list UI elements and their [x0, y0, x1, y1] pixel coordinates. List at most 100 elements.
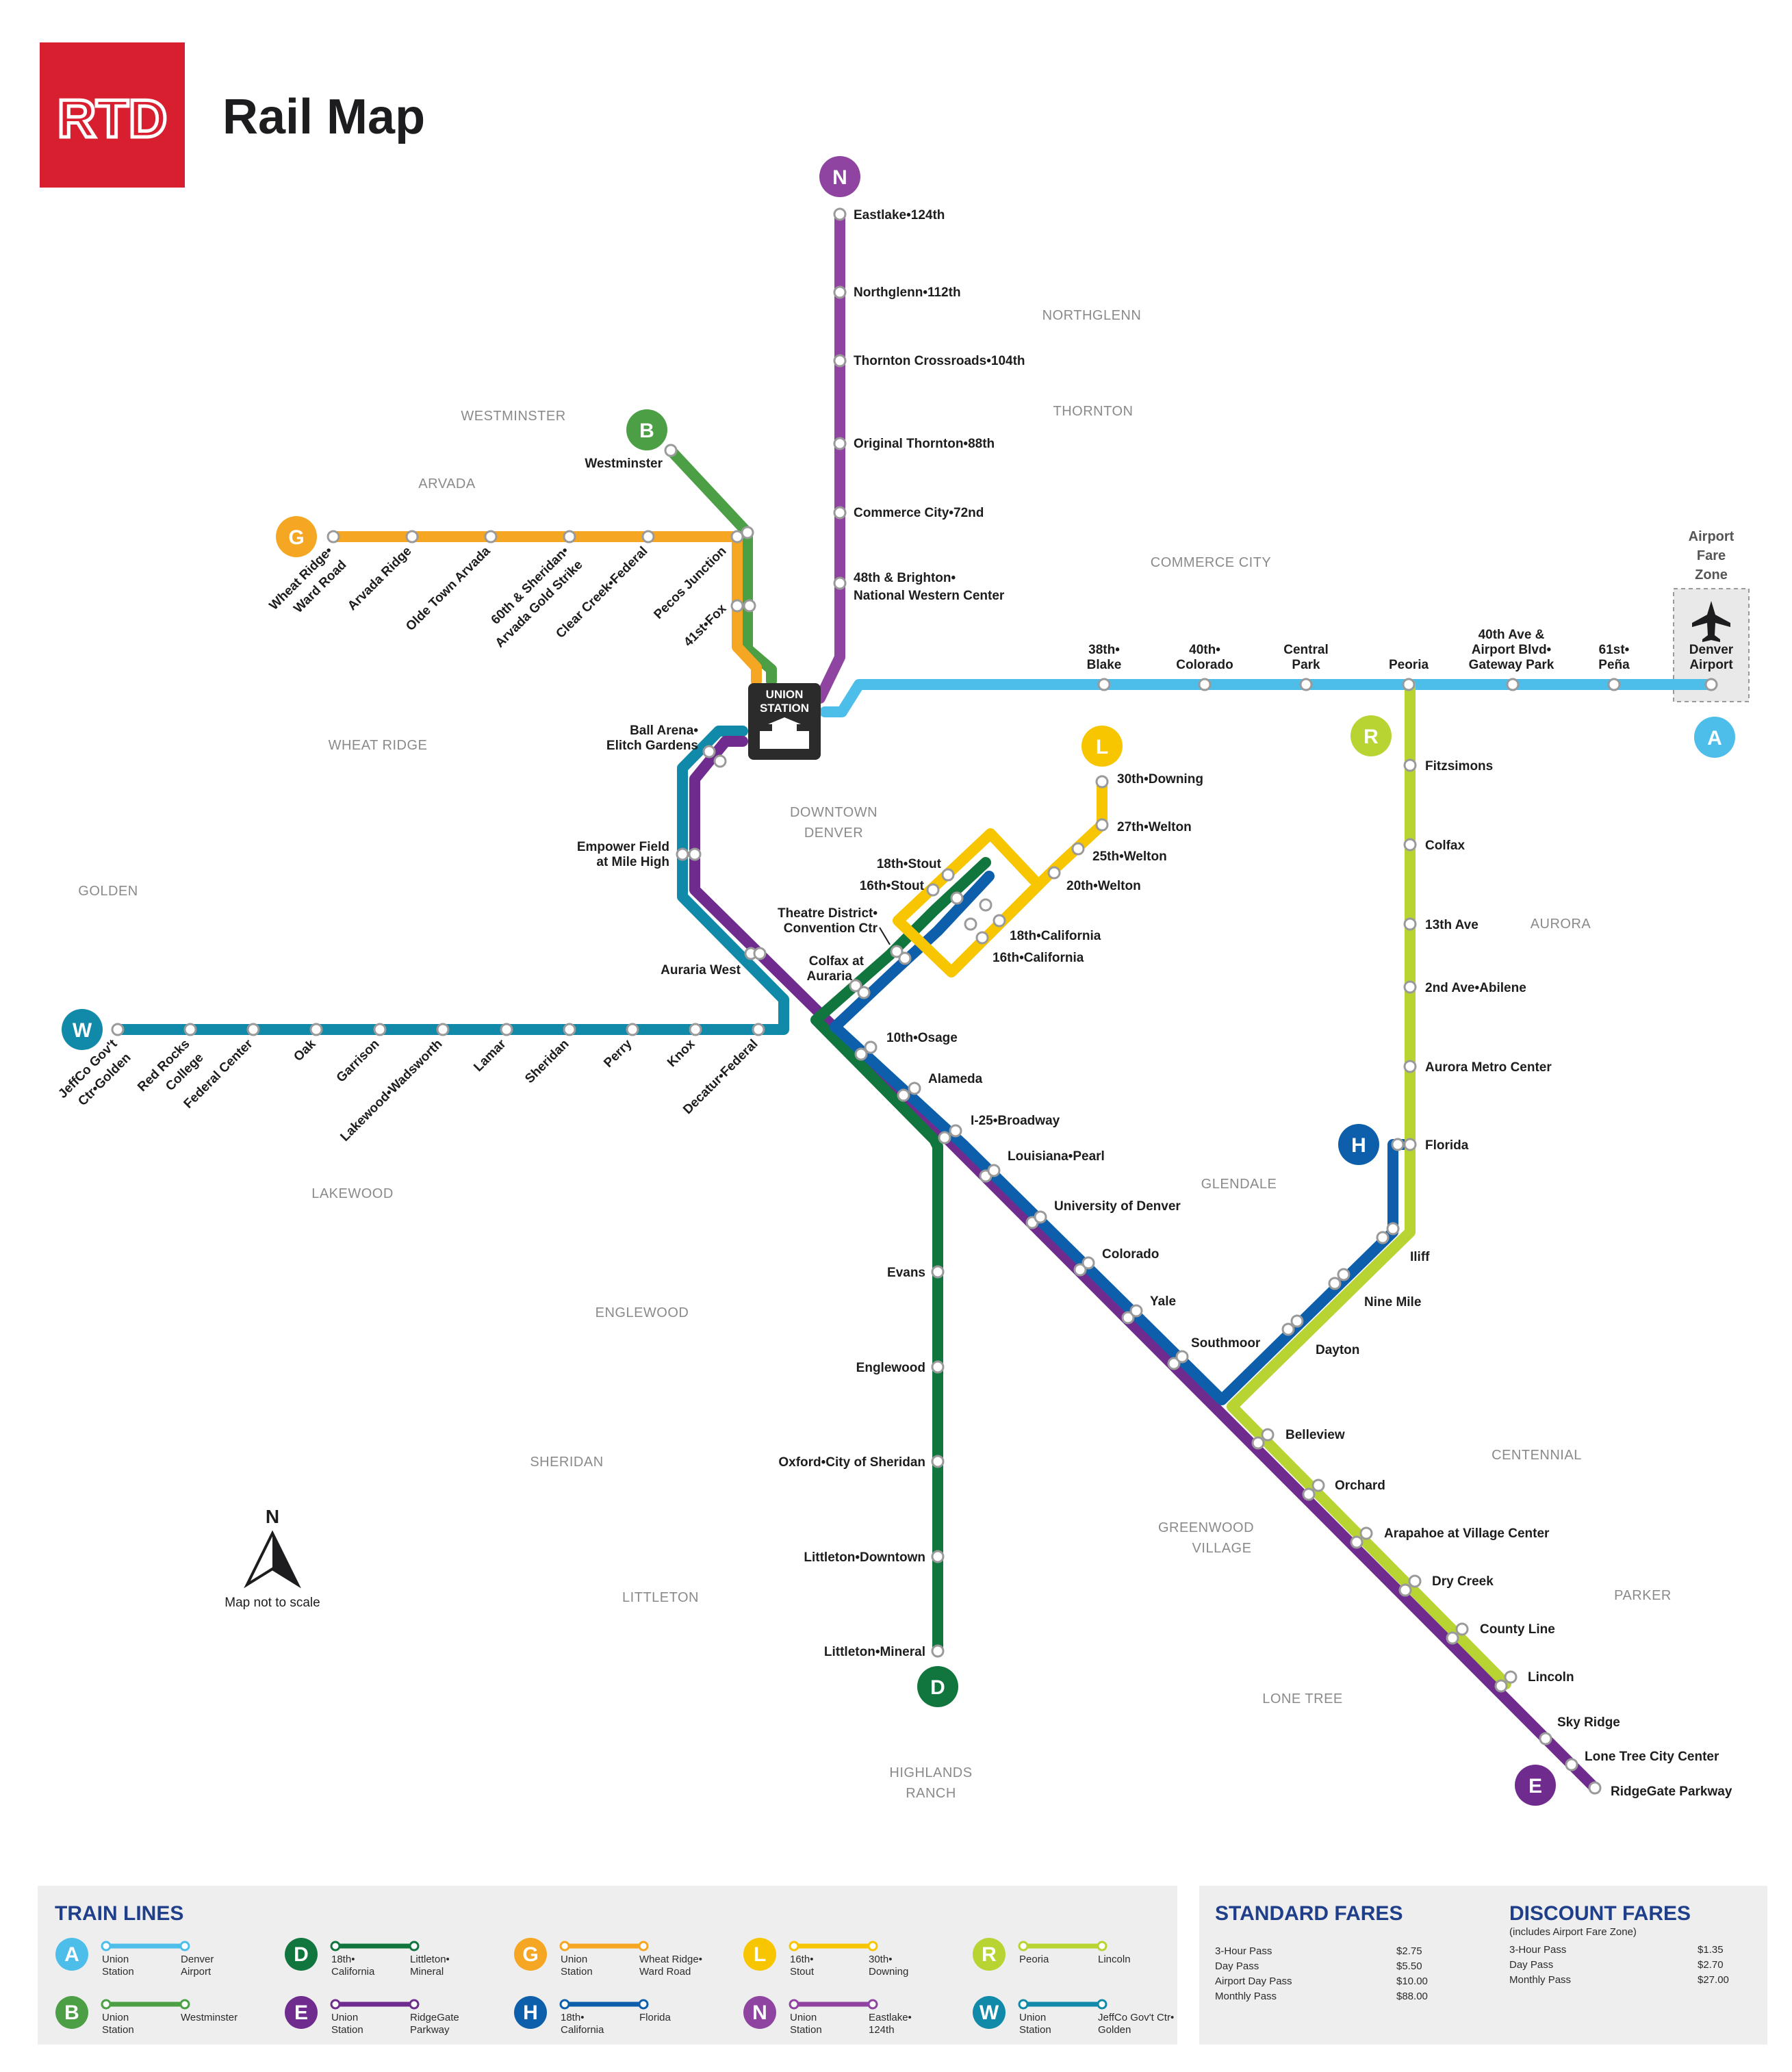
station-dot[interactable] — [833, 285, 847, 299]
station-dot[interactable] — [941, 868, 955, 882]
station-dot[interactable] — [1121, 1311, 1135, 1325]
station-dot[interactable] — [309, 1023, 323, 1036]
station-dot[interactable] — [1403, 917, 1417, 931]
station-dot[interactable] — [931, 1360, 945, 1374]
station-dot[interactable] — [1565, 1758, 1578, 1772]
station-dot[interactable] — [743, 599, 756, 613]
station-dot[interactable] — [484, 530, 498, 543]
station-dot[interactable] — [676, 847, 689, 861]
station-dot[interactable] — [1607, 678, 1621, 691]
station-dot[interactable] — [949, 1124, 962, 1138]
union-station[interactable]: UNION STATION — [748, 683, 821, 760]
line-badge-w[interactable] — [62, 1009, 103, 1050]
line-badge-e[interactable] — [1515, 1765, 1556, 1806]
line-badge-g[interactable] — [276, 516, 317, 557]
station-dot[interactable] — [1097, 678, 1111, 691]
line-badge-b[interactable] — [626, 409, 667, 450]
station-dot[interactable] — [898, 951, 912, 965]
station-dot[interactable] — [1398, 1583, 1412, 1597]
station-dot[interactable] — [1446, 1631, 1459, 1645]
station-dot[interactable] — [702, 745, 716, 758]
line-badge-a[interactable] — [1694, 717, 1735, 758]
station-dot[interactable] — [664, 444, 678, 457]
station-dot[interactable] — [688, 847, 702, 861]
station-dot[interactable] — [1350, 1535, 1364, 1549]
station-dot[interactable] — [1337, 1268, 1351, 1281]
station-dot[interactable] — [626, 1023, 639, 1036]
station-dot[interactable] — [854, 1047, 868, 1061]
station-dot[interactable] — [931, 1265, 945, 1279]
station-dot[interactable] — [1261, 1428, 1275, 1442]
station-dot[interactable] — [1095, 775, 1109, 789]
line-badge-n[interactable] — [819, 156, 860, 197]
station-dot[interactable] — [500, 1023, 513, 1036]
station-dot[interactable] — [753, 947, 767, 960]
station-dot[interactable] — [864, 1040, 878, 1054]
station-dot[interactable] — [1455, 1622, 1469, 1636]
station-dot[interactable] — [1073, 1263, 1087, 1277]
station-dot[interactable] — [857, 986, 871, 999]
station-dot[interactable] — [752, 1023, 765, 1036]
station-dot[interactable] — [833, 576, 847, 590]
station-dot[interactable] — [1034, 1210, 1047, 1224]
station-dot[interactable] — [987, 1164, 1001, 1177]
station-dot[interactable] — [1403, 1138, 1417, 1151]
station-dot[interactable] — [1328, 1277, 1342, 1290]
station-dot[interactable] — [1402, 678, 1416, 691]
station-dot[interactable] — [1302, 1487, 1316, 1501]
station-dot[interactable] — [563, 530, 576, 543]
station-dot[interactable] — [1251, 1436, 1265, 1450]
station-dot[interactable] — [1504, 1670, 1518, 1684]
line-badge-d[interactable] — [917, 1666, 958, 1707]
station-dot[interactable] — [1408, 1574, 1422, 1588]
station-dot[interactable] — [1376, 1231, 1390, 1244]
station-dot[interactable] — [950, 891, 964, 905]
station-dot[interactable] — [689, 1023, 702, 1036]
station-dot[interactable] — [833, 207, 847, 221]
station-dot[interactable] — [436, 1023, 450, 1036]
station-dot[interactable] — [1403, 980, 1417, 994]
station-dot[interactable] — [111, 1023, 125, 1036]
station-dot[interactable] — [1175, 1350, 1189, 1364]
station-dot[interactable] — [931, 1644, 945, 1658]
station-dot[interactable] — [908, 1082, 921, 1095]
line-badge-r[interactable] — [1351, 715, 1392, 756]
station-dot[interactable] — [713, 754, 727, 768]
station-dot[interactable] — [1539, 1732, 1552, 1745]
station-dot[interactable] — [979, 898, 993, 912]
station-dot[interactable] — [931, 1550, 945, 1563]
station-dot[interactable] — [1506, 678, 1520, 691]
station-dot[interactable] — [1129, 1304, 1143, 1318]
station-dot[interactable] — [246, 1023, 260, 1036]
station-dot[interactable] — [1704, 678, 1718, 691]
station-dot[interactable] — [1588, 1781, 1602, 1795]
station-dot[interactable] — [1391, 1138, 1405, 1151]
station-dot[interactable] — [833, 354, 847, 368]
station-dot[interactable] — [849, 979, 862, 993]
station-dot[interactable] — [1311, 1479, 1325, 1492]
station-dot[interactable] — [1359, 1526, 1373, 1540]
station-dot[interactable] — [1403, 758, 1417, 772]
station-dot[interactable] — [183, 1023, 197, 1036]
station-dot[interactable] — [1047, 866, 1061, 880]
station-dot[interactable] — [373, 1023, 387, 1036]
station-dot[interactable] — [1081, 1256, 1095, 1270]
station-dot[interactable] — [327, 530, 340, 543]
station-dot[interactable] — [833, 437, 847, 450]
station-dot[interactable] — [1494, 1679, 1508, 1693]
line-badge-l[interactable] — [1081, 726, 1123, 767]
station-dot[interactable] — [938, 1131, 951, 1144]
station-dot[interactable] — [1071, 842, 1085, 856]
line-badge-h[interactable] — [1338, 1124, 1379, 1165]
station-dot[interactable] — [975, 931, 989, 945]
station-dot[interactable] — [1198, 678, 1212, 691]
station-dot[interactable] — [1386, 1222, 1400, 1236]
station-dot[interactable] — [1403, 838, 1417, 852]
station-dot[interactable] — [1167, 1357, 1181, 1370]
station-dot[interactable] — [1299, 678, 1313, 691]
station-dot[interactable] — [993, 914, 1006, 928]
station-dot[interactable] — [1281, 1322, 1295, 1336]
station-dot[interactable] — [931, 1455, 945, 1468]
station-dot[interactable] — [926, 883, 940, 897]
station-dot[interactable] — [1095, 818, 1109, 832]
